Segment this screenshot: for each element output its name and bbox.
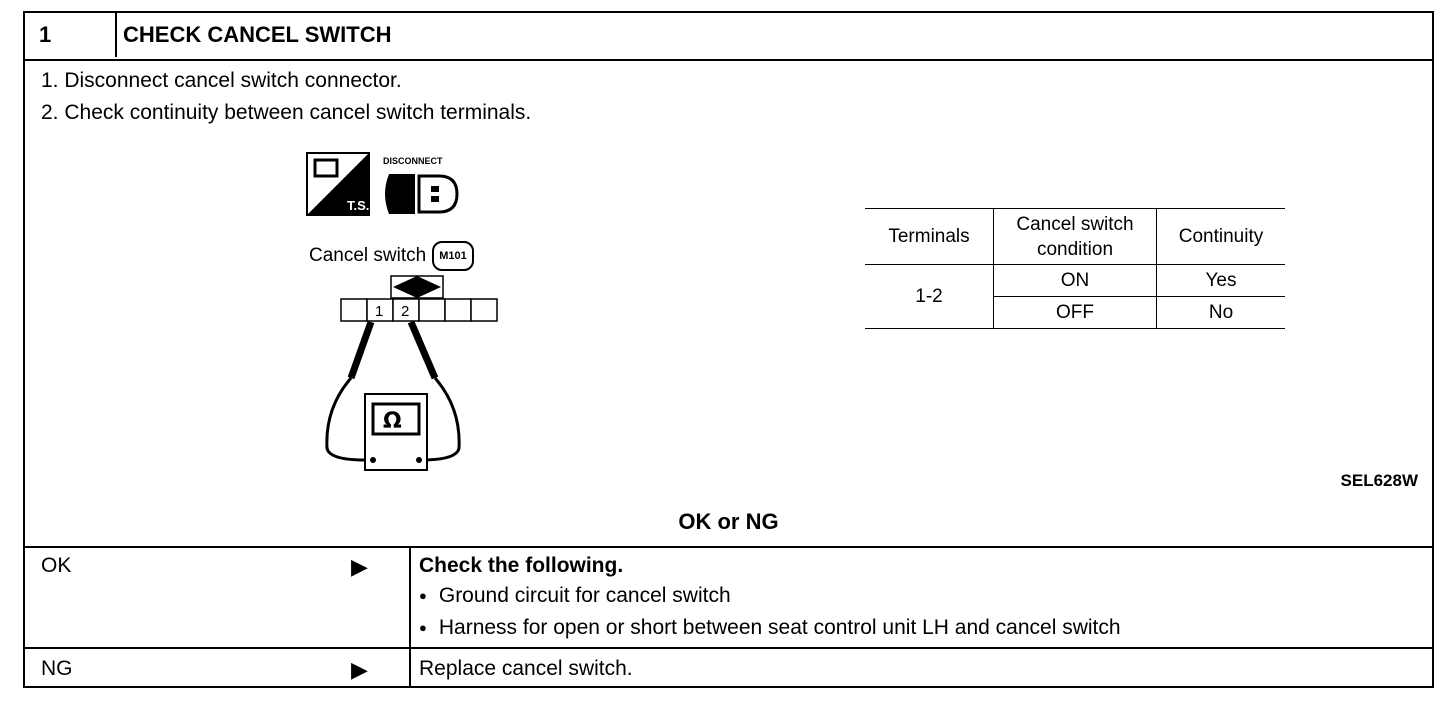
instruction-list: 1. Disconnect cancel switch connector. 2… bbox=[41, 65, 531, 129]
ok-result-item: Harness for open or short between seat c… bbox=[419, 613, 1121, 645]
instruction-item: 2. Check continuity between cancel switc… bbox=[41, 101, 532, 124]
ok-arrow-icon: ▶ bbox=[351, 554, 368, 579]
table-row: OFF No bbox=[865, 296, 1285, 329]
pin-2-label: 2 bbox=[401, 303, 409, 320]
continuity-cell: No bbox=[1156, 296, 1285, 329]
disconnect-label: DISCONNECT bbox=[383, 156, 443, 166]
procedure-frame: 1 CHECK CANCEL SWITCH 1. Disconnect canc… bbox=[23, 11, 1434, 688]
ts-label: T.S. bbox=[347, 198, 369, 213]
result-column-divider bbox=[409, 546, 411, 688]
tester-probes bbox=[325, 320, 461, 462]
ok-result: Check the following. Ground circuit for … bbox=[419, 551, 1121, 645]
condition-cell: ON bbox=[993, 264, 1157, 297]
pin-1-label: 1 bbox=[375, 303, 383, 320]
ng-arrow-icon: ▶ bbox=[351, 657, 368, 682]
ng-result: Replace cancel switch. bbox=[419, 657, 633, 680]
result-divider bbox=[25, 546, 1432, 548]
ohmmeter-icon: Ω bbox=[364, 393, 428, 471]
col-header-terminals: Terminals bbox=[865, 208, 994, 265]
ok-or-ng-heading: OK or NG bbox=[678, 509, 779, 534]
table-row: 1-2 ON Yes bbox=[865, 264, 1285, 329]
pin-pointer-icon bbox=[390, 275, 444, 299]
cancel-switch-label: Cancel switch bbox=[309, 245, 427, 267]
col-header-condition: Cancel switch condition bbox=[993, 208, 1157, 265]
ng-label: NG bbox=[41, 657, 73, 680]
instruction-item: 1. Disconnect cancel switch connector. bbox=[41, 69, 402, 92]
ok-result-item: Ground circuit for cancel switch bbox=[419, 581, 1121, 613]
cancel-switch-diagram: T.S. DISCONNECT 1 2 bbox=[306, 152, 498, 471]
step-title: CHECK CANCEL SWITCH bbox=[123, 22, 392, 47]
connector-pins: 1 2 bbox=[340, 298, 498, 322]
condition-cell: OFF bbox=[993, 296, 1157, 329]
ok-result-title: Check the following. bbox=[419, 554, 624, 577]
step-number: 1 bbox=[25, 13, 117, 57]
meter-symbol: Ω bbox=[383, 409, 402, 434]
figure-ref-code: SEL628W bbox=[1340, 471, 1418, 490]
col-header-continuity: Continuity bbox=[1156, 208, 1285, 265]
connector-id-badge: M101 bbox=[432, 241, 474, 271]
continuity-cell: Yes bbox=[1156, 264, 1285, 297]
result-divider bbox=[25, 647, 1432, 649]
ok-label: OK bbox=[41, 554, 72, 577]
ts-icon: T.S. bbox=[306, 152, 370, 216]
terminal-cell: 1-2 bbox=[865, 264, 994, 329]
continuity-spec-table: Terminals Cancel switch condition Contin… bbox=[865, 208, 1285, 329]
disconnect-icon: DISCONNECT bbox=[383, 156, 459, 214]
procedure-header: 1 CHECK CANCEL SWITCH bbox=[25, 13, 1432, 61]
